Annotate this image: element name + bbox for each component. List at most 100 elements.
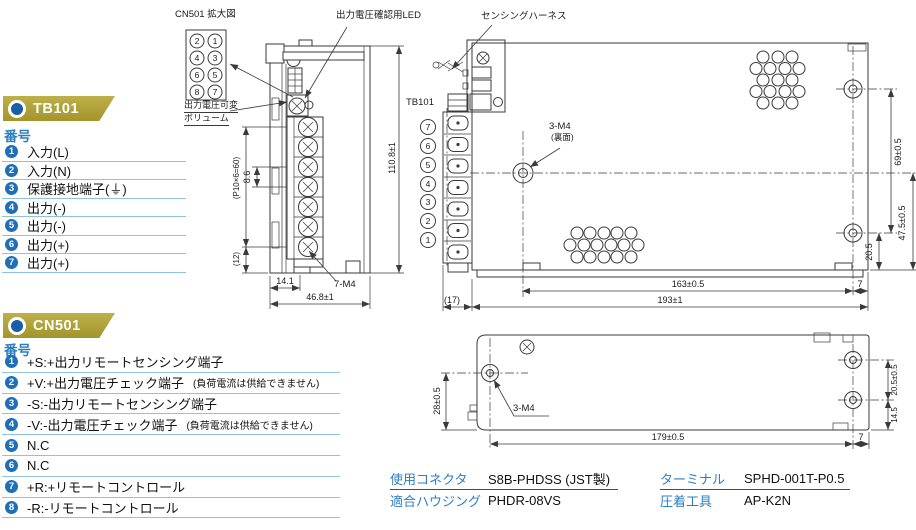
svg-text:47.5±0.5: 47.5±0.5 — [897, 206, 907, 241]
number-bullet: 1 — [5, 145, 18, 159]
terminal-label: 入力(L) — [27, 145, 69, 161]
terminal-label: 出力(-) — [27, 219, 66, 235]
table-row: 使用コネクタ S8B-PHDSS (JST製) — [390, 468, 618, 490]
cn501-pin-list: 1 +S:+出力リモートセンシング端子 2 +V:+出力電圧チェック端子 (負荷電流は… — [2, 352, 340, 519]
number-bullet: 2 — [5, 376, 18, 390]
svg-text:(P10×6=60): (P10×6=60) — [232, 157, 241, 200]
info-label: 使用コネクタ — [390, 472, 468, 487]
sensing-connector — [462, 39, 506, 113]
number-bullet: 4 — [5, 200, 18, 214]
svg-text:179±0.5: 179±0.5 — [652, 432, 684, 442]
terminal-label: 入力(N) — [27, 163, 72, 179]
list-item: 2 +V:+出力電圧チェック端子 (負荷電流は供給できません) — [2, 373, 340, 394]
list-item: 1 +S:+出力リモートセンシング端子 — [2, 352, 340, 373]
number-bullet: 3 — [5, 182, 18, 196]
voltage-adjust-volume-label: 出力電圧可変ボリューム — [184, 100, 239, 126]
cn501-badge-label: CN501 — [33, 317, 81, 334]
pin-label: -R:-リモートコントロール — [27, 500, 179, 516]
svg-text:2: 2 — [426, 216, 431, 226]
pin-label: N.C — [27, 437, 50, 453]
svg-text:4: 4 — [426, 179, 431, 189]
svg-text:7: 7 — [857, 279, 862, 289]
terminal-label: 出力(+) — [27, 237, 70, 253]
mounting-hole-right-top — [843, 79, 863, 99]
mounting-hole-right-bottom — [843, 223, 863, 243]
list-item: 7 出力(+) — [2, 254, 186, 273]
svg-text:8: 8 — [195, 87, 200, 97]
tb101-badge-label: TB101 — [33, 100, 80, 117]
mounting-hole-bottom-left — [481, 364, 499, 382]
cn501-number-heading: 番号 — [4, 343, 31, 358]
output-led — [304, 100, 314, 110]
svg-text:3: 3 — [426, 197, 431, 207]
svg-text:8.6: 8.6 — [242, 171, 252, 184]
tb101-terminal-block-side — [442, 93, 473, 273]
led-leader — [304, 26, 348, 99]
number-bullet: 4 — [5, 417, 18, 431]
svg-text:4: 4 — [195, 53, 200, 63]
cn501-enlarged-title: CN501 拡大図 — [175, 9, 236, 20]
svg-text:7: 7 — [213, 87, 218, 97]
connector-info-table: 使用コネクタ S8B-PHDSS (JST製) 適合ハウジング PHDR-08V… — [390, 468, 618, 511]
number-bullet: 3 — [5, 396, 18, 410]
svg-text:1: 1 — [213, 36, 218, 46]
terminal-label: 保護接地端子(⏚) — [27, 182, 127, 198]
mounting-hole-label-bottom: 3-M4 — [513, 403, 535, 414]
svg-text:1: 1 — [426, 235, 431, 245]
badge-circle-icon — [8, 99, 26, 118]
harness-leader — [451, 24, 493, 70]
number-bullet: 6 — [5, 459, 18, 473]
svg-text:(17): (17) — [444, 295, 460, 305]
svg-text:14.5: 14.5 — [890, 407, 899, 423]
number-bullet: 8 — [5, 500, 18, 514]
number-bullet: 6 — [5, 237, 18, 251]
number-bullet: 7 — [5, 256, 18, 270]
pin-label: -S:-出力リモートセンシング端子 — [27, 396, 217, 412]
svg-text:69±0.5: 69±0.5 — [893, 138, 903, 165]
tb101-pin-numbers: 7 6 5 4 3 2 1 — [420, 119, 436, 248]
tb101-number-heading: 番号 — [4, 129, 31, 144]
info-label: ターミナル — [660, 472, 726, 487]
svg-text:6: 6 — [195, 70, 200, 80]
list-item: 7+R:+リモートコントロール — [2, 477, 340, 498]
pin-label: +R:+リモートコントロール — [27, 480, 186, 496]
number-bullet: 5 — [5, 219, 18, 233]
svg-text:5: 5 — [426, 160, 431, 170]
voltage-adjust-volume — [286, 94, 314, 117]
info-value: AP-K2N — [744, 493, 791, 508]
pin-note: (負荷電流は供給できません) — [192, 379, 320, 391]
pin-label: +S:+出力リモートセンシング端子 — [27, 355, 224, 371]
mounting-hole-bottom-right-upper — [844, 351, 862, 369]
terminal-label: 出力(+) — [27, 256, 70, 272]
list-item: 3 -S:-出力リモートセンシング端子 — [2, 394, 340, 415]
info-label: 圧着工具 — [660, 494, 713, 509]
table-row: 適合ハウジング PHDR-08VS — [390, 490, 618, 511]
table-row: ターミナル SPHD-001T-P0.5 — [660, 468, 850, 490]
info-value: PHDR-08VS — [488, 493, 561, 508]
list-item: 1 入力(L) — [2, 143, 186, 162]
tb101-side-label: TB101 — [406, 97, 434, 108]
info-value: S8B-PHDSS (JST製) — [488, 472, 611, 487]
sensing-harness-label: センシングハーネス — [481, 11, 567, 22]
svg-text:14.1: 14.1 — [276, 276, 294, 286]
pin-label: +V:+出力電圧チェック端子 — [27, 376, 184, 392]
svg-text:46.8±1: 46.8±1 — [306, 292, 333, 302]
list-item: 6 出力(+) — [2, 236, 186, 254]
svg-text:6: 6 — [426, 141, 431, 151]
badge-circle-icon — [8, 316, 26, 335]
sensing-harness-wire — [432, 59, 464, 73]
mounting-hole-note-side: (裏面) — [551, 132, 574, 142]
list-item: 5 出力(-) — [2, 217, 186, 236]
pin-note: (負荷電流は供給できません) — [186, 420, 313, 432]
number-bullet: 1 — [5, 355, 18, 369]
pin-label: -V:-出力電圧チェック端子 — [27, 417, 178, 433]
svg-text:3: 3 — [213, 53, 218, 63]
svg-text:28±0.5: 28±0.5 — [432, 387, 442, 414]
tb101-terminal-strip — [286, 116, 324, 268]
volume-leader — [229, 100, 288, 112]
